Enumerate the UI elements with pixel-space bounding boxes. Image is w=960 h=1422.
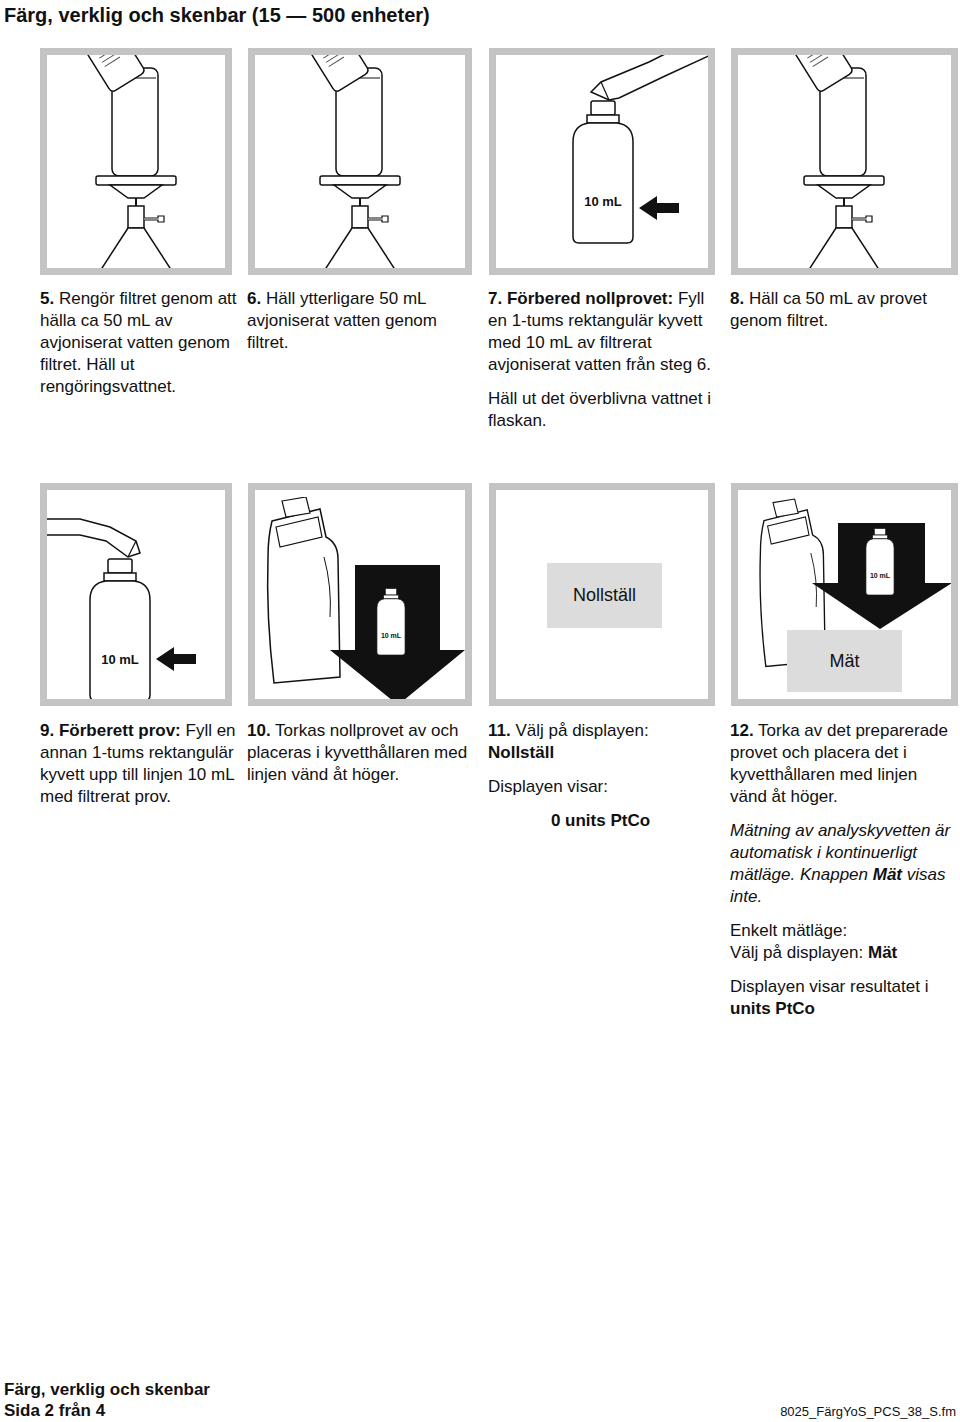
step-column: 9. Förberett prov: Fyll en annan 1-tums … (40, 720, 240, 808)
step-heading: 9. (40, 721, 54, 740)
volume-label: 10 mL (870, 572, 890, 579)
step-paragraph: 6. Häll ytterligare 50 mL avjoniserat va… (247, 288, 475, 354)
step-text: Mät (873, 865, 902, 884)
step-paragraph: 12. Torka av det preparerade provet och … (730, 720, 956, 808)
step-paragraph: 10. Torkas nollprovet av och placeras i … (247, 720, 475, 786)
step-text: Displayen visar: (488, 777, 608, 796)
volume-label: 10 mL (381, 632, 401, 639)
step-text: Välj på displayen: (515, 721, 648, 740)
step-text: Häll ytterligare 50 mL avjoniserat vatte… (247, 289, 437, 352)
step-column: 7. Förbered nollprovet: Fyll en 1-tums r… (488, 288, 713, 432)
step-text: Displayen visar resultatet i (730, 977, 928, 996)
volume-label: 10 mL (584, 194, 622, 209)
step-text: Rengör filtret genom att hälla ca 50 mL … (40, 289, 237, 396)
step-paragraph: Häll ut det överblivna vattnet i flaskan… (488, 388, 713, 432)
button-label: Nollställ (573, 585, 636, 606)
step-heading: 7. (488, 289, 502, 308)
step-column: 6. Häll ytterligare 50 mL avjoniserat va… (247, 288, 475, 354)
step-text: units PtCo (730, 999, 815, 1018)
step-text: Förbered nollprovet: (507, 289, 673, 308)
step-paragraph: Mätning av analyskyvetten är automatisk … (730, 820, 956, 908)
step-paragraph: 9. Förberett prov: Fyll en annan 1-tums … (40, 720, 240, 808)
display-button: Nollställ (547, 563, 662, 628)
step-heading: Nollställ (488, 743, 554, 762)
step-text: Torka av det preparerade provet och plac… (730, 721, 948, 806)
display-button: Mät (787, 630, 902, 692)
step-paragraph: 11. Välj på displayen: (488, 720, 713, 742)
step-text: Häll ut det överblivna vattnet i flaskan… (488, 389, 711, 430)
step-column: 11. Välj på displayen:NollställDisplayen… (488, 720, 713, 832)
step-paragraph: 7. Förbered nollprovet: Fyll en 1-tums r… (488, 288, 713, 376)
step-heading: 6. (247, 289, 261, 308)
footer-text: Sida 2 från 4 (4, 1401, 105, 1421)
step-paragraph: Displayen visar resultatet i units PtCo (730, 976, 956, 1020)
step-heading: 0 units PtCo (551, 811, 650, 830)
step-text: Välj på displayen: (730, 943, 863, 962)
step-paragraph: 5. Rengör filtret genom att hälla ca 50 … (40, 288, 240, 398)
step-column: 8. Häll ca 50 mL av provet genom filtret… (730, 288, 956, 332)
step-heading: 5. (40, 289, 54, 308)
step-paragraph: 0 units PtCo (488, 810, 713, 832)
step-text: Mät (868, 943, 897, 962)
footer-text: 8025_FärgYoS_PCS_38_S.fm (780, 1404, 956, 1419)
step-paragraph: Nollställ (488, 742, 713, 764)
step-heading: 11. (488, 721, 511, 740)
step-column: 12. Torka av det preparerade provet och … (730, 720, 956, 1020)
button-label: Mät (829, 651, 859, 672)
step-heading: 12. (730, 721, 754, 740)
volume-label: 10 mL (101, 652, 139, 667)
step-paragraph: Enkelt mätläge: (730, 920, 956, 942)
step-column: 5. Rengör filtret genom att hälla ca 50 … (40, 288, 240, 398)
step-paragraph: Displayen visar: (488, 776, 713, 798)
step-text: Torkas nollprovet av och placeras i kyve… (247, 721, 467, 784)
step-paragraph: Välj på displayen: Mät (730, 942, 956, 964)
page-title: Färg, verklig och skenbar (15 — 500 enhe… (4, 4, 430, 27)
step-text: Häll ca 50 mL av provet genom filtret. (730, 289, 927, 330)
step-paragraph: 8. Häll ca 50 mL av provet genom filtret… (730, 288, 956, 332)
step-text: Enkelt mätläge: (730, 921, 847, 940)
step-heading: 10. (247, 721, 271, 740)
footer-text: Färg, verklig och skenbar (4, 1380, 210, 1400)
step-column: 10. Torkas nollprovet av och placeras i … (247, 720, 475, 786)
step-heading: 8. (730, 289, 744, 308)
step-text: Förberett prov: (59, 721, 181, 740)
